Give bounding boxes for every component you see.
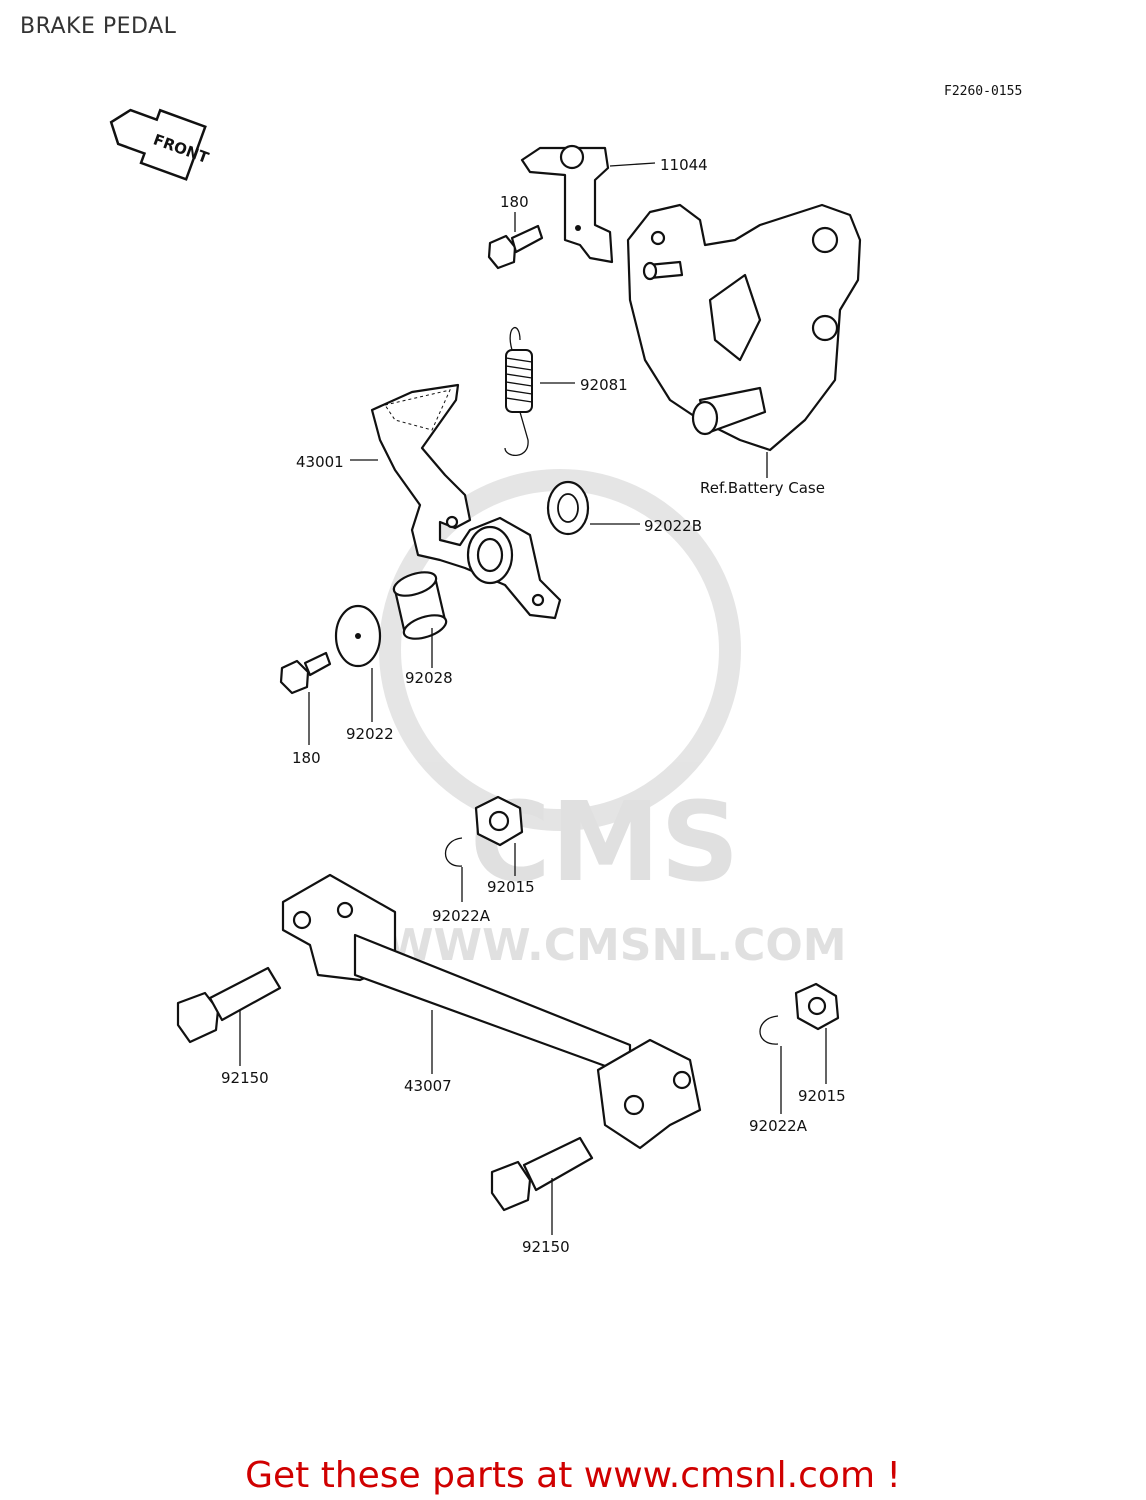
front-arrow-icon: FRONT xyxy=(109,108,212,181)
rod-43007 xyxy=(281,873,702,1150)
clip-92022A-right xyxy=(759,1015,779,1045)
watermark-brand: CMS xyxy=(470,778,739,906)
bracket-11044 xyxy=(520,144,614,264)
bolt-180-bottom xyxy=(279,651,332,695)
callout-180-top: 180 xyxy=(500,193,529,211)
callout-180-bottom: 180 xyxy=(292,749,321,767)
page-title: BRAKE PEDAL xyxy=(20,14,177,39)
callout-ref-battery-case: Ref.Battery Case xyxy=(700,479,825,497)
callout-11044: 11044 xyxy=(660,156,708,174)
clip-92022A-top xyxy=(445,837,463,867)
callout-92022A-top: 92022A xyxy=(432,907,491,925)
callout-92028: 92028 xyxy=(405,669,453,687)
callout-92022: 92022 xyxy=(346,725,394,743)
pin-92150-bottom xyxy=(490,1136,594,1212)
collar-92028 xyxy=(392,571,448,640)
parts-diagram: CMS WWW.CMSNL.COM FRONT 11044 180 Ref.Ba… xyxy=(109,108,862,1256)
brake-pedal-43001 xyxy=(370,383,562,620)
callout-92015-top: 92015 xyxy=(487,878,535,896)
watermark-url: WWW.CMSNL.COM xyxy=(385,920,847,971)
pin-92150-left xyxy=(176,966,282,1044)
callout-92150-left: 92150 xyxy=(221,1069,269,1087)
watermark: CMS WWW.CMSNL.COM xyxy=(379,469,847,971)
callout-43007: 43007 xyxy=(404,1077,452,1095)
nut-92015-right xyxy=(794,982,840,1031)
callout-43001: 43001 xyxy=(296,453,344,471)
callout-92081: 92081 xyxy=(580,376,628,394)
washer-92022B xyxy=(546,480,590,536)
callout-92022A-right: 92022A xyxy=(749,1117,808,1135)
spring-92081 xyxy=(504,327,533,456)
callout-92015-right: 92015 xyxy=(798,1087,846,1105)
cta-link[interactable]: Get these parts at www.cmsnl.com ! xyxy=(245,1455,901,1496)
bolt-180-top xyxy=(487,224,544,270)
battery-case-bracket xyxy=(626,203,862,452)
callout-92022B: 92022B xyxy=(644,517,702,535)
callout-92150-bottom: 92150 xyxy=(522,1238,570,1256)
nut-92015-top xyxy=(474,795,524,847)
diagram-code: F2260-0155 xyxy=(944,84,1023,99)
watermark-mascot-icon xyxy=(379,469,741,831)
